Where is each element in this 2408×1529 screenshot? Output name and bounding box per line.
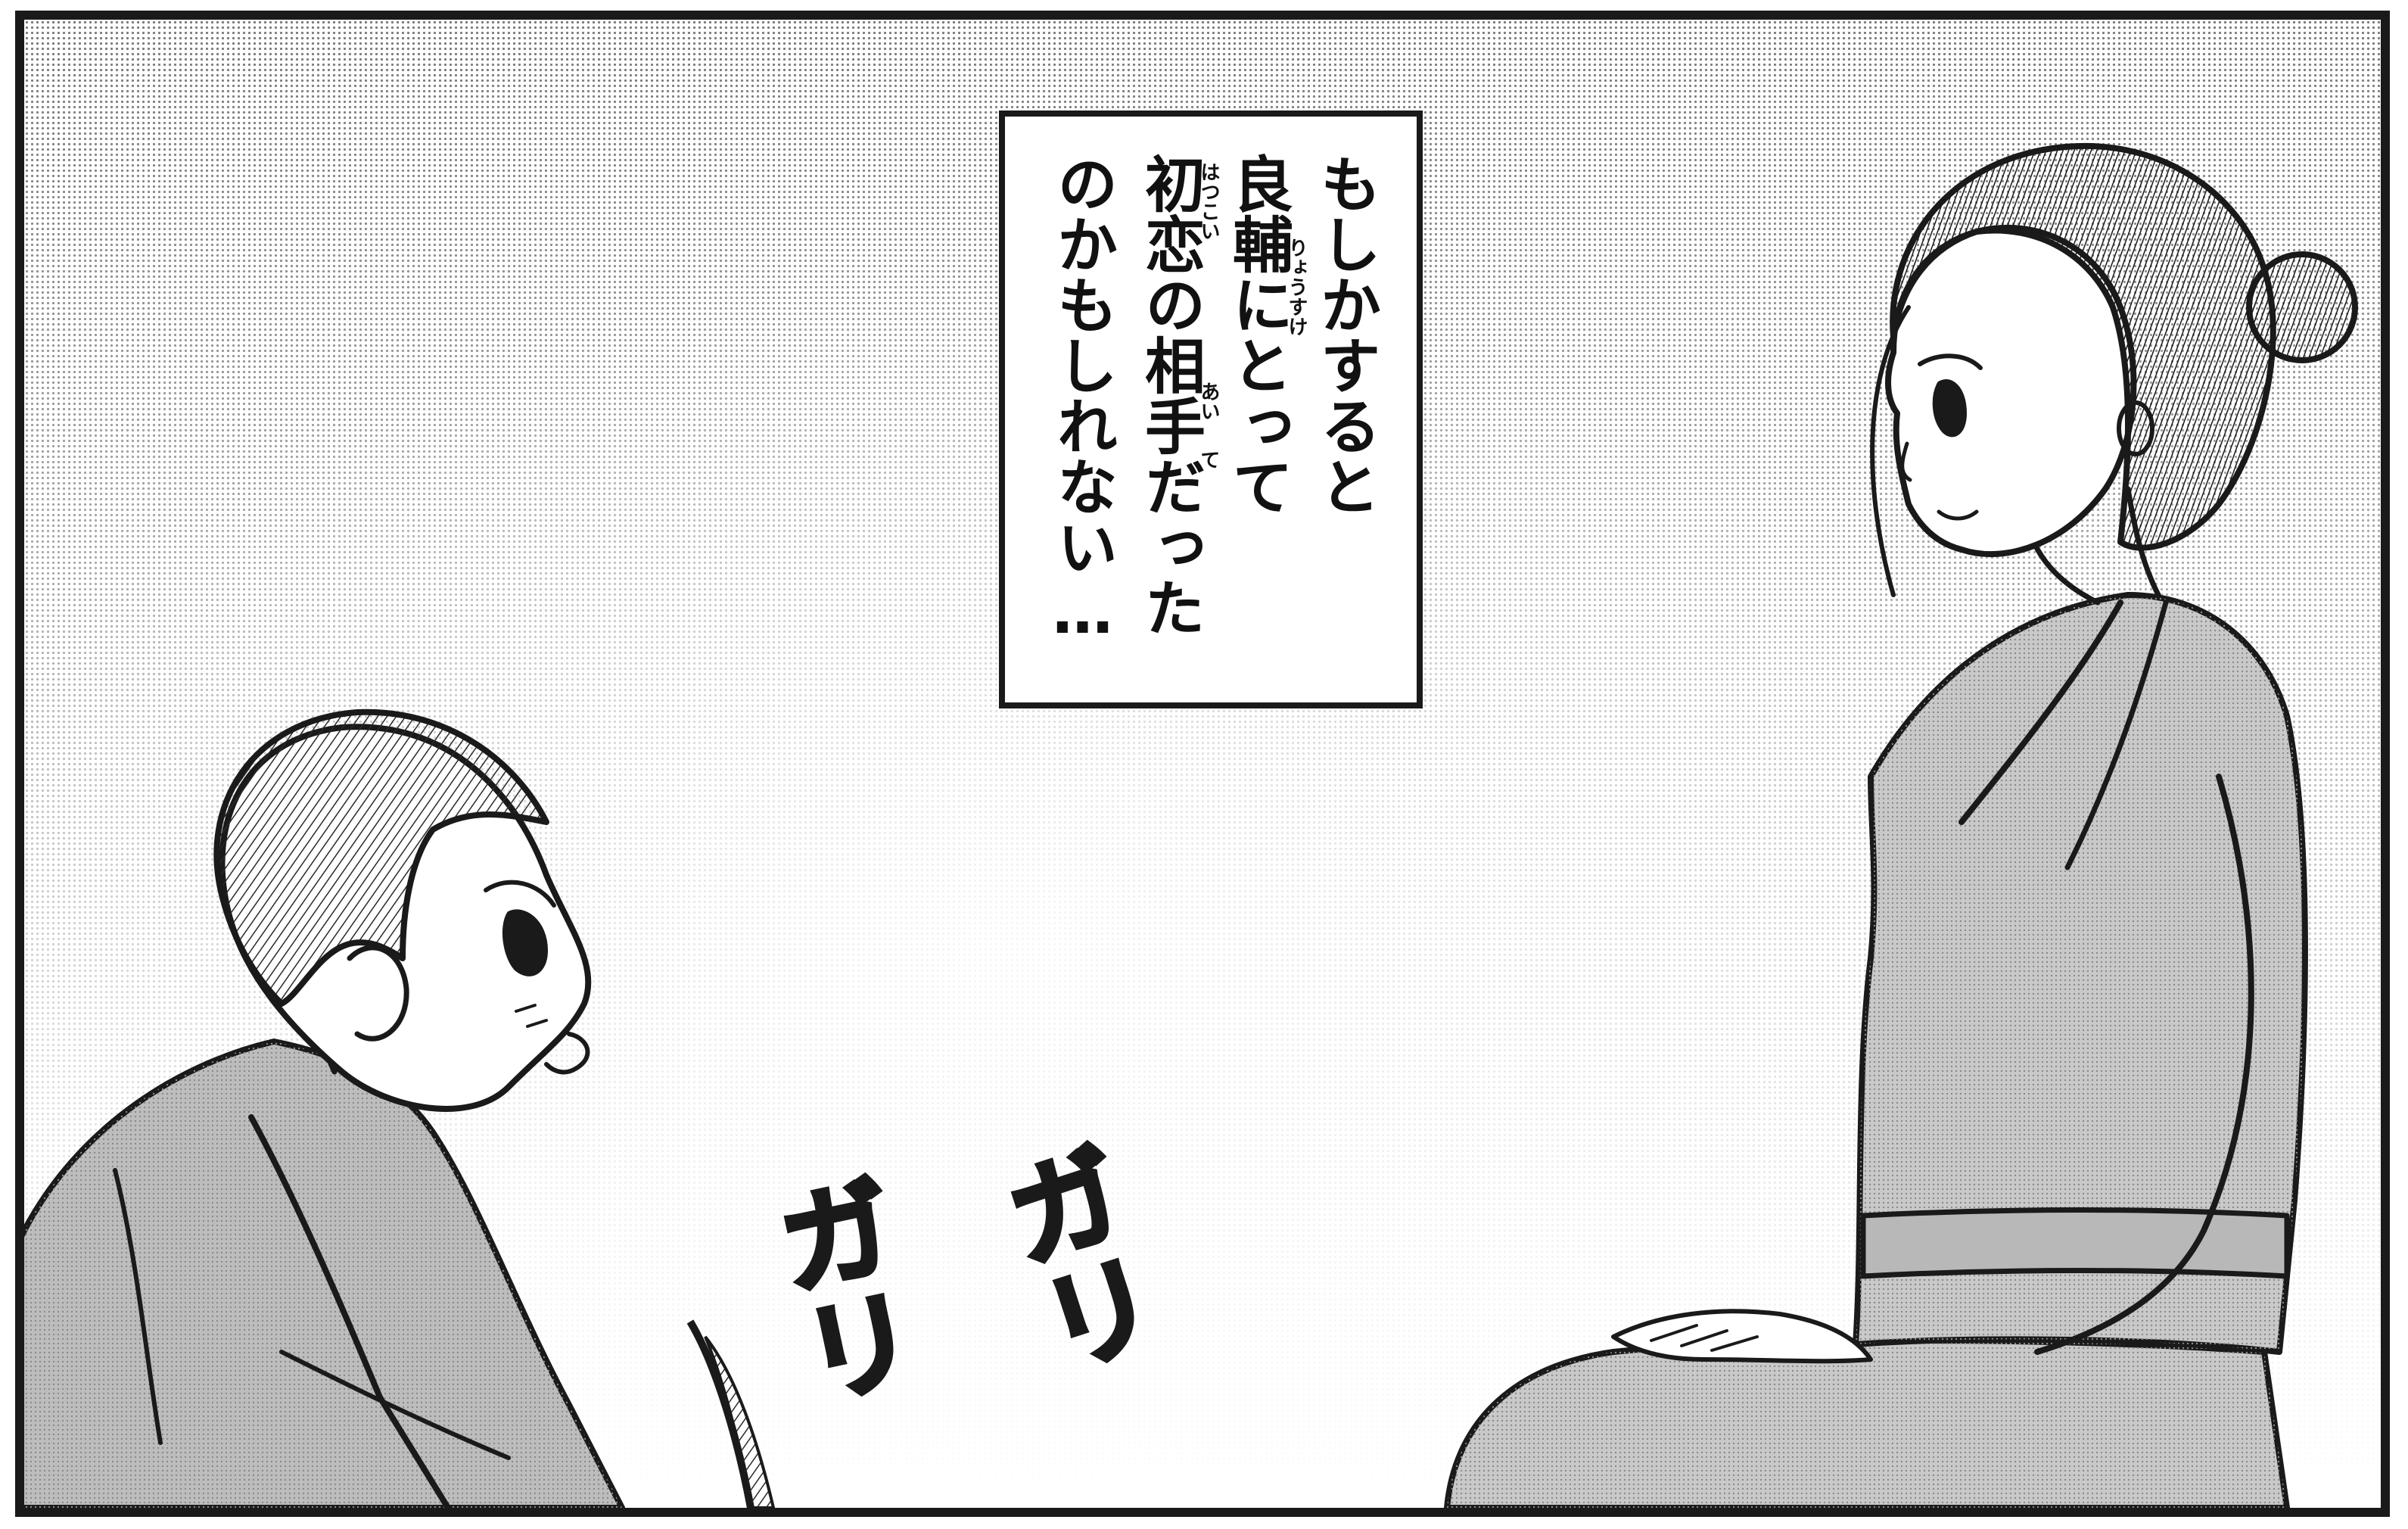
ruby-aite-a: あい [1197, 381, 1220, 421]
narration-line-3: 初恋の相手だった [1135, 153, 1206, 637]
narration-line-2: 良輔にとって [1223, 153, 1293, 516]
manga-panel: もしかすると 良輔にとって 初恋の相手だった のかもしれない… りょうすけ はつ… [15, 11, 2390, 1517]
carving-board [686, 1319, 776, 1508]
ruby-aite-te: て [1197, 450, 1220, 469]
narration-text: もしかすると 良輔にとって 初恋の相手だった のかもしれない… [1038, 153, 1389, 683]
woman-figure [1444, 142, 2358, 1508]
ruby-hatsukoi: はつこい [1197, 162, 1220, 241]
boy-figure [24, 708, 625, 1508]
narration-line-1: もしかすると [1311, 153, 1381, 516]
ruby-ryousuke: りょうすけ [1285, 238, 1308, 336]
narration-caption-box: もしかすると 良輔にとって 初恋の相手だった のかもしれない… りょうすけ はつ… [999, 111, 1423, 708]
narration-line-4: のかもしれない… [1047, 153, 1118, 647]
